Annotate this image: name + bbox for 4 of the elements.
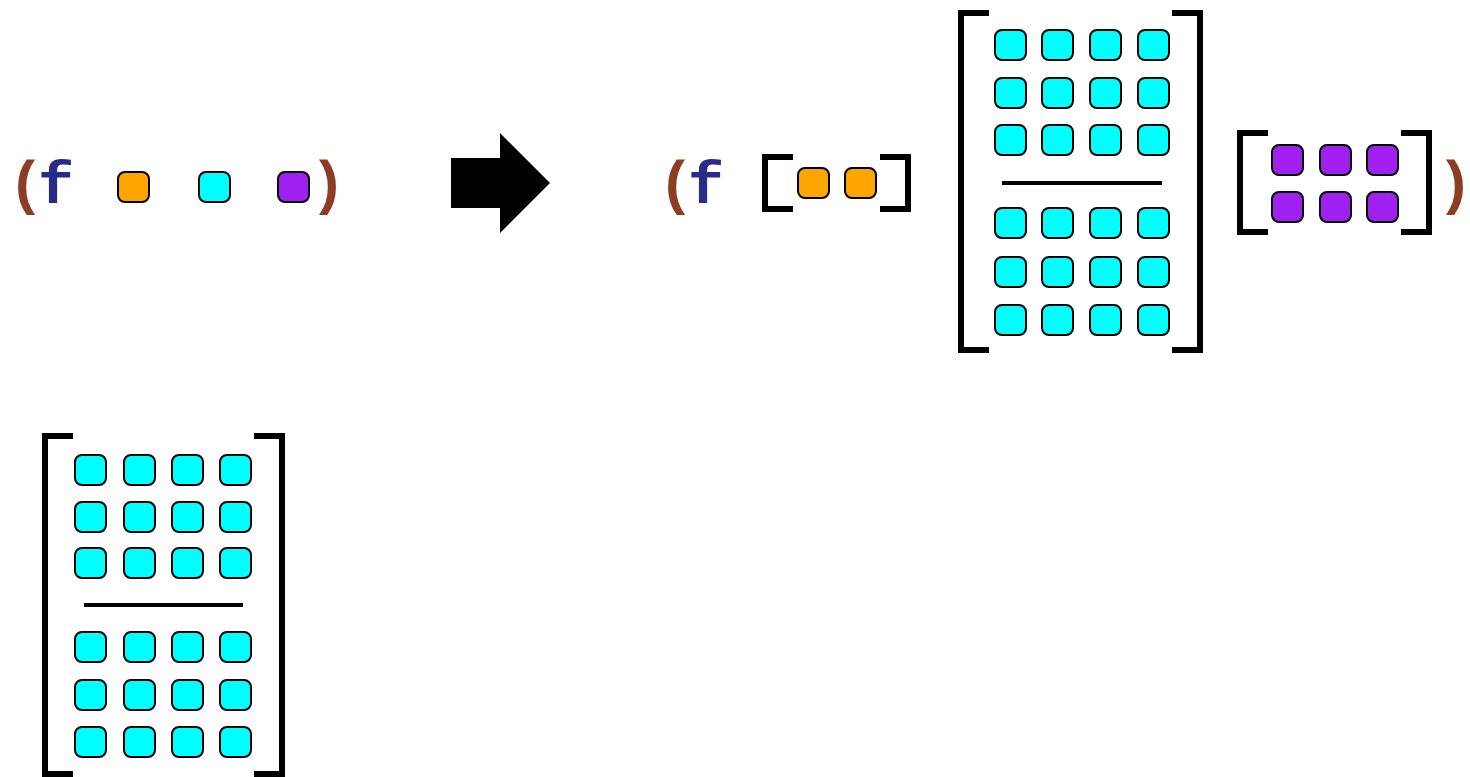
- function-name: f: [38, 157, 74, 217]
- function-name: f: [688, 157, 724, 217]
- parenthesis: ): [310, 157, 346, 217]
- parenthesis: ): [1437, 157, 1461, 217]
